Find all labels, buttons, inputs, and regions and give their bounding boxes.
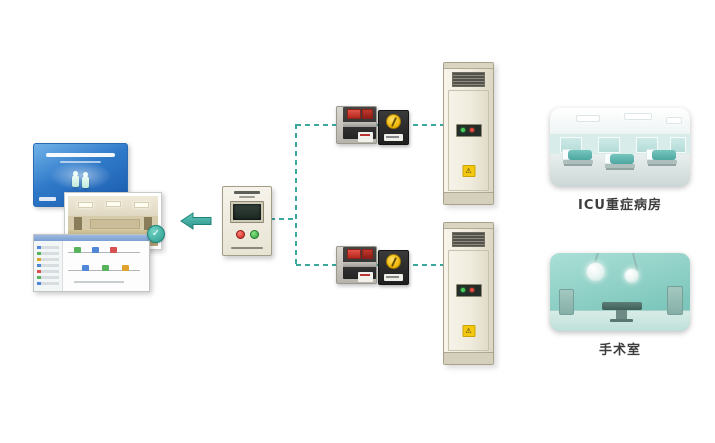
terminal-model-line [239, 196, 255, 198]
wire [68, 252, 140, 253]
device-node [74, 247, 81, 253]
yellow-rotary-knob [386, 254, 401, 269]
cabinet-vent [452, 232, 485, 247]
device-node [92, 247, 99, 253]
splash-subtitle-line [60, 161, 101, 163]
power-cabinet-bottom: ⚠ [443, 222, 494, 365]
icu-ward-photo [550, 108, 690, 186]
mascot-figure-icon [82, 172, 89, 188]
operating-room-label: 手术室 [598, 343, 641, 358]
monitor-terminal [222, 186, 272, 256]
rotary-switch-top [378, 110, 409, 145]
connector-trunk [295, 124, 297, 266]
terminal-lcd [233, 204, 261, 220]
hospital-bed [562, 148, 596, 170]
tree-item [37, 270, 59, 273]
decor-ceiling [550, 108, 690, 136]
tree-item [37, 252, 59, 255]
cabinet-base [444, 352, 493, 364]
switch-label [358, 132, 373, 142]
medical-equipment [667, 286, 683, 315]
terminal-red-button [236, 230, 245, 239]
surgical-light [624, 268, 639, 283]
surgical-light [586, 262, 605, 281]
cabinet-door [448, 90, 489, 191]
hospital-bed [604, 152, 638, 174]
switch-band [343, 122, 376, 127]
rotary-switch-bottom [378, 250, 409, 285]
decor-ceiling [68, 196, 158, 216]
table-pedestal [616, 310, 627, 319]
cabinet-display [455, 284, 482, 297]
device-node [82, 265, 89, 271]
cabinet-base [444, 192, 493, 204]
decor-glow [48, 161, 113, 190]
schematic-tree-panel [34, 241, 63, 291]
operating-room-photo [550, 253, 690, 331]
table-base [610, 319, 633, 322]
door [74, 217, 82, 230]
switch-red-handle [347, 109, 361, 119]
cabinet-cap [444, 63, 493, 69]
ceiling-light [666, 117, 682, 124]
switch-label [358, 272, 373, 282]
icu-ward-label: ICU重症病房 [578, 198, 662, 213]
terminal-green-button [250, 230, 259, 239]
switch-band [343, 262, 376, 267]
switch-red-handle [362, 249, 373, 259]
decor-wall [68, 216, 158, 230]
power-cabinet-top: ⚠ [443, 62, 494, 205]
rotary-label [384, 274, 403, 281]
tree-item [37, 282, 59, 285]
device-node [110, 247, 117, 253]
hospital-bed [646, 148, 680, 170]
cabinet-display [455, 124, 482, 137]
window [598, 137, 620, 153]
warning-sticker-icon: ⚠ [462, 165, 475, 177]
schematic-titlebar [34, 235, 149, 241]
connector-terminal [270, 218, 296, 220]
transfer-switch-top [336, 106, 377, 144]
operating-table [602, 302, 642, 310]
ceiling-light [576, 115, 600, 122]
cabinet-cap [444, 223, 493, 229]
cabinet-door [448, 250, 489, 351]
device-node [102, 265, 109, 271]
yellow-rotary-knob [386, 114, 401, 129]
check-badge-icon: ✓ [147, 225, 165, 243]
transfer-switch-bottom [336, 246, 377, 284]
tree-item [37, 246, 59, 249]
tree-item [37, 276, 59, 279]
monitor-screen-schematic [33, 234, 150, 292]
door [144, 217, 152, 230]
tree-item [37, 258, 59, 261]
brand-logo-placeholder [39, 197, 56, 201]
tree-item [37, 264, 59, 267]
arrow-left-icon [180, 212, 212, 230]
terminal-screen [230, 201, 264, 223]
ceiling-light [78, 202, 93, 208]
ceiling-light [624, 113, 652, 120]
terminal-brand-line [234, 191, 260, 194]
ceiling-light [106, 201, 121, 207]
splash-title-line [46, 153, 115, 157]
window [670, 137, 686, 153]
status-bar [74, 281, 124, 283]
cabinet-vent [452, 72, 485, 87]
switch-red-handle [347, 249, 361, 259]
medical-equipment [559, 289, 574, 315]
warning-sticker-icon: ⚠ [462, 325, 475, 337]
terminal-footer-text-line [231, 247, 263, 249]
window-band [90, 219, 140, 229]
rotary-label [384, 134, 403, 141]
device-node [122, 265, 129, 271]
switch-red-handle [362, 109, 373, 119]
mascot-figure-icon [72, 171, 79, 187]
ceiling-light [134, 202, 149, 208]
